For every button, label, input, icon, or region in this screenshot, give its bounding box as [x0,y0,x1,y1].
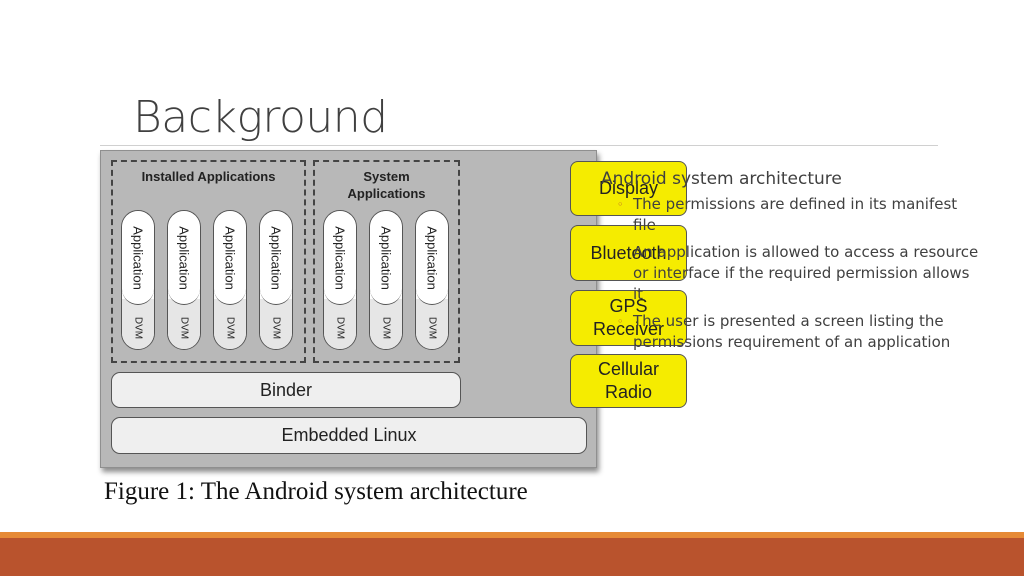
side-panel: Android system architecture ◦ The permis… [601,168,981,359]
figure-caption: Figure 1: The Android system architectur… [104,478,528,505]
dvm-segment [416,299,448,349]
application-label: Application [176,226,192,290]
embedded-linux-label: Embedded Linux [281,425,417,445]
cellular-label-line1: Cellular [597,359,660,379]
application-pill: Application DVM [121,210,155,350]
cellular-label-line2: Radio [604,382,653,402]
list-item-text: The user is presented a screen listing t… [633,312,951,351]
installed-applications-group: Installed Applications Application DVM A… [111,160,306,363]
dvm-label: DVM [132,316,144,340]
list-item: ◦ The permissions are defined in its man… [617,194,981,236]
bullet-list: ◦ The permissions are defined in its man… [601,194,981,353]
application-segment [122,211,154,305]
bullet-icon: ◦ [617,246,624,259]
embedded-linux-bar: Embedded Linux [111,417,587,454]
cellular-radio-box: Cellular Radio [570,354,687,408]
application-pill: Application DVM [213,210,247,350]
dvm-segment [324,299,356,349]
title-divider [100,145,938,146]
dvm-segment [214,299,246,349]
footer-band [0,538,1024,576]
binder-bar: Binder [111,372,461,408]
dvm-segment [168,299,200,349]
application-segment [416,211,448,305]
application-label: Application [378,226,394,290]
dvm-label: DVM [224,316,236,340]
bluetooth-label: Bluetooth [590,242,667,263]
bluetooth-box: Bluetooth [570,225,687,281]
system-applications-label-line2: Applications [347,186,426,201]
application-label: Application [222,226,238,290]
list-item-text: An application is allowed to access a re… [633,243,979,303]
system-applications-group: System Applications Application DVM Appl… [313,160,460,363]
dvm-label: DVM [270,316,282,340]
dvm-label: DVM [334,316,346,340]
display-label: Display [598,178,659,198]
slide-title: Background [133,92,388,143]
display-box: Display [570,161,687,216]
application-pill: Application DVM [415,210,449,350]
dvm-label: DVM [426,316,438,340]
application-pill: Application DVM [369,210,403,350]
list-item: ◦ An application is allowed to access a … [617,242,981,305]
bullet-icon: ◦ [617,315,624,328]
binder-label: Binder [259,379,313,400]
dvm-label: DVM [380,316,392,340]
application-label: Application [424,226,440,290]
list-item: ◦ The user is presented a screen listing… [617,311,981,353]
application-pill: Application DVM [167,210,201,350]
architecture-diagram: Installed Applications Application DVM A… [100,150,687,468]
gps-label-line2: Receiver [592,319,665,339]
installed-applications-label: Installed Applications [141,169,276,184]
application-label: Application [268,226,284,290]
application-segment [260,211,292,305]
application-segment [370,211,402,305]
application-label: Application [332,226,348,290]
application-pill: Application DVM [323,210,357,350]
side-heading: Android system architecture [601,169,842,189]
application-pill: Application DVM [259,210,293,350]
application-segment [214,211,246,305]
dvm-segment [370,299,402,349]
system-applications-label-line1: System [363,169,410,184]
footer-accent-line [0,532,1024,538]
gps-receiver-box: GPS Receiver [570,290,687,346]
list-item-text: The permissions are defined in its manif… [633,195,958,234]
dvm-segment [260,299,292,349]
application-label: Application [130,226,146,290]
dvm-segment [122,299,154,349]
application-segment [168,211,200,305]
application-segment [324,211,356,305]
dvm-label: DVM [178,316,190,340]
gps-label-line1: GPS [609,296,648,316]
bullet-icon: ◦ [617,198,624,211]
